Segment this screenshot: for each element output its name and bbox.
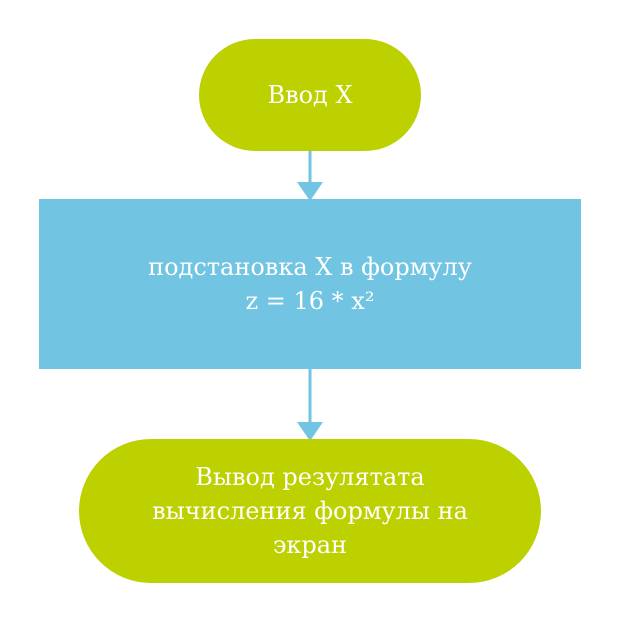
flowchart-node-input: Ввод X xyxy=(199,39,421,151)
flowchart-node-process: подстановка X в формулу z = 16 * x² xyxy=(39,199,581,369)
node-label-output: Вывод резулятата вычисления формулы на э… xyxy=(152,463,468,559)
flowchart-node-output: Вывод резулятата вычисления формулы на э… xyxy=(79,439,541,583)
node-label-input: Ввод X xyxy=(267,81,353,109)
node-label-process: подстановка X в формулу z = 16 * x² xyxy=(148,253,472,315)
edge-input-to-process xyxy=(297,151,323,201)
edge-process-to-output xyxy=(297,369,323,441)
